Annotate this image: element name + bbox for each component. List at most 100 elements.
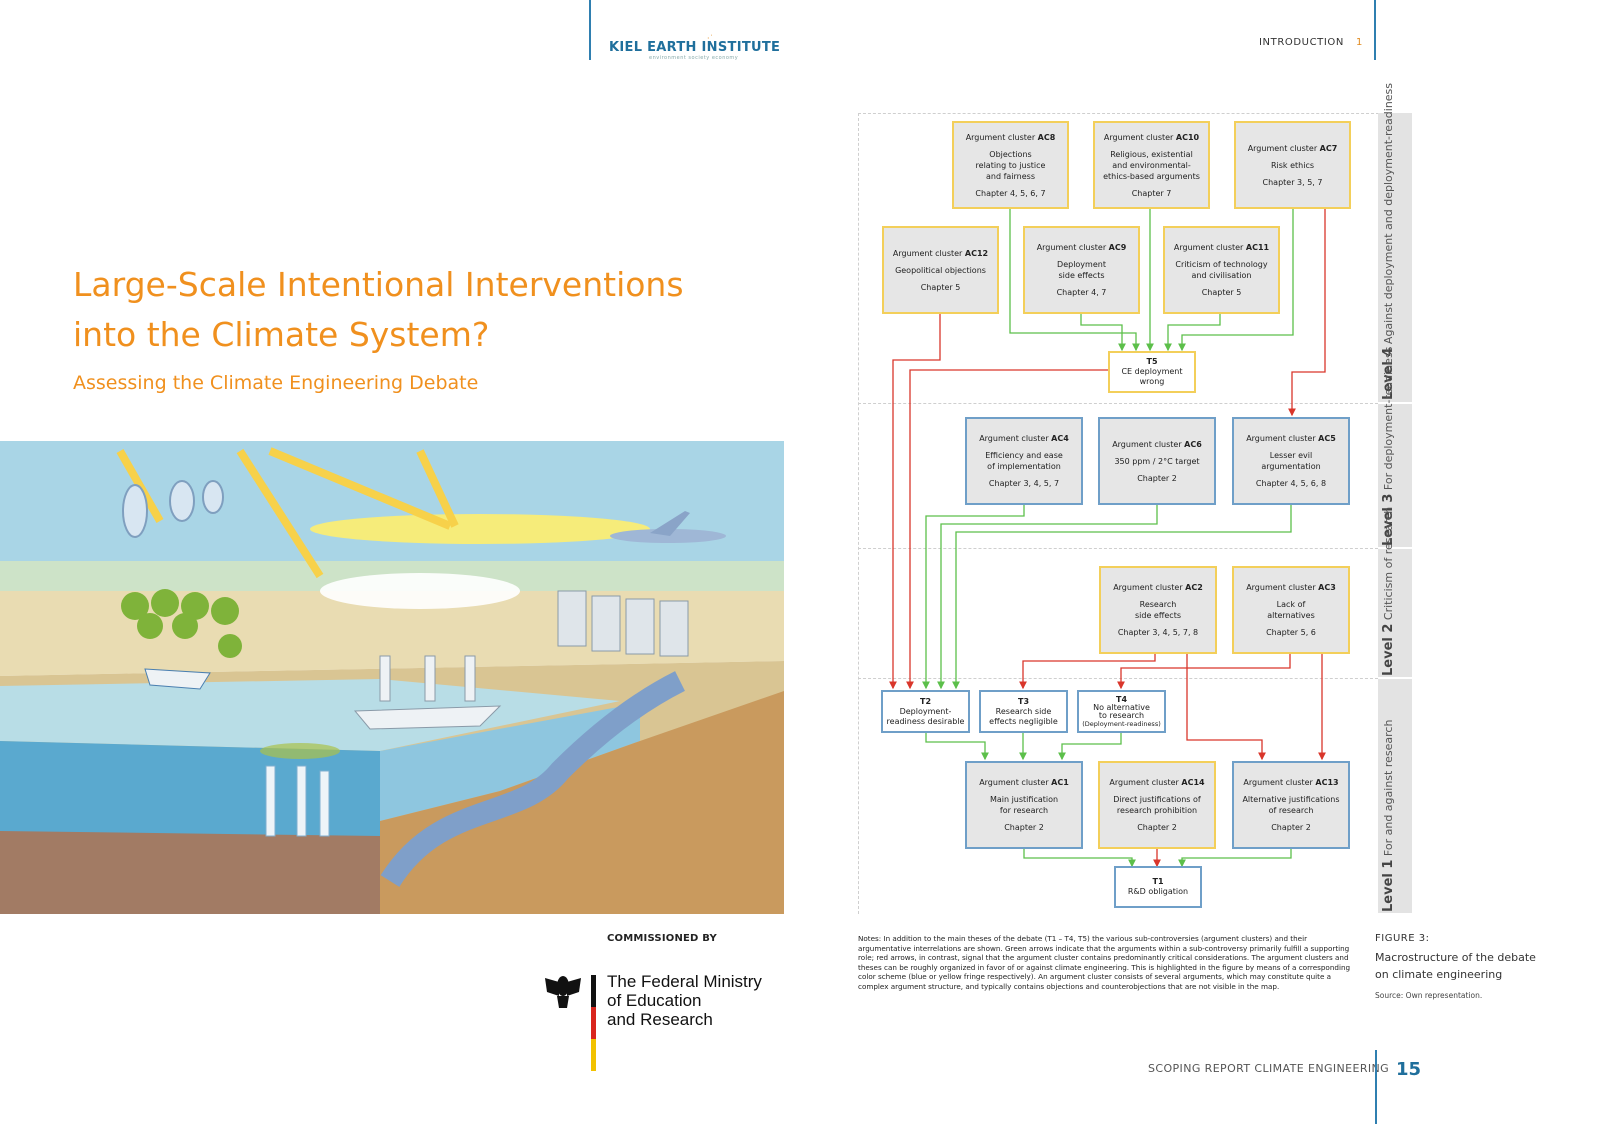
- t3-line2: effects negligible: [989, 716, 1058, 726]
- section-title: INTRODUCTION: [1259, 37, 1344, 48]
- t5-line2: wrong: [1139, 377, 1165, 386]
- ac14-line1: Direct justifications of: [1113, 795, 1201, 804]
- climate-engineering-illustration: [0, 441, 784, 914]
- level-band-2: [1378, 549, 1412, 677]
- logo-text: KIEL EARTH INSTITUTE: [609, 40, 781, 55]
- ac4-line1: Efficiency and ease: [985, 451, 1063, 460]
- ac12-line1: Geopolitical objections: [895, 265, 986, 275]
- t2-id: T2: [919, 696, 932, 706]
- ac14-header: Argument cluster AC14: [1109, 778, 1205, 787]
- t5-line1: CE deployment: [1121, 367, 1183, 376]
- cluster-ac10: Argument cluster AC10 Religious, existen…: [1093, 121, 1210, 209]
- ac1-chapters: Chapter 2: [1004, 823, 1044, 832]
- cluster-ac14: Argument cluster AC14 Direct justificati…: [1098, 761, 1216, 849]
- ac7-line1: Risk ethics: [1270, 160, 1315, 170]
- flag-bar-gold: [591, 1039, 596, 1071]
- ac8-line3: and fairness: [985, 171, 1035, 181]
- flag-bar-black: [591, 975, 596, 1007]
- t4-line2: to research: [1098, 710, 1145, 720]
- eagle-emblem-icon: [545, 976, 581, 1008]
- ac11-line1: Criticism of technology: [1175, 260, 1268, 269]
- ac11-line2: and civilisation: [1191, 271, 1252, 280]
- thesis-t4: T4 No alternative to research (Deploymen…: [1077, 690, 1166, 733]
- kiel-logo: KIEL EARTH INSTITUTE environment society…: [609, 34, 781, 61]
- ac14-chapters: Chapter 2: [1137, 823, 1177, 832]
- footer-report-title: SCOPING REPORT CLIMATE ENGINEERING: [1148, 1062, 1390, 1075]
- page-number: 15: [1396, 1059, 1422, 1080]
- t2-line2: readiness desirable: [886, 716, 965, 726]
- figure-frame: [858, 113, 1379, 914]
- cluster-ac4: Argument cluster AC4 Efficiency and ease…: [965, 417, 1083, 505]
- t4-line1: No alternative: [1093, 702, 1150, 712]
- ac13-line2: of research: [1268, 806, 1314, 815]
- ac5-line1: Lesser evil: [1269, 451, 1313, 460]
- ac8-chapters: Chapter 4, 5, 6, 7: [975, 188, 1046, 198]
- ac8-line1: Objections: [989, 149, 1032, 159]
- ac5-chapters: Chapter 4, 5, 6, 8: [1255, 479, 1327, 488]
- t4-id: T4: [1115, 694, 1128, 704]
- ac1-header: Argument cluster AC1: [979, 778, 1069, 787]
- ac11-chapters: Chapter 5: [1201, 288, 1242, 297]
- level-divider-2: [858, 548, 1378, 549]
- level-band-1: [1378, 679, 1412, 913]
- ac11-header: Argument cluster AC11: [1173, 243, 1270, 252]
- ac3-header: Argument cluster AC3: [1246, 583, 1336, 592]
- cluster-ac5: Argument cluster AC5 Lesser evil argumen…: [1232, 417, 1350, 505]
- t2-line1: Deployment-: [899, 706, 952, 716]
- thesis-t5: T5 CE deployment wrong: [1108, 351, 1196, 393]
- ministry-name: The Federal Ministry of Education and Re…: [607, 972, 762, 1029]
- header-right-rule: [1374, 0, 1376, 60]
- ac2-header: Argument cluster AC2: [1113, 583, 1203, 592]
- cluster-ac8: Argument cluster AC8 Objections relating…: [952, 121, 1069, 209]
- figure-label: FIGURE 3:: [1375, 933, 1430, 944]
- cluster-ac6: Argument cluster AC6 350 ppm / 2°C targe…: [1098, 417, 1216, 505]
- thesis-t1: T1 R&D obligation: [1114, 866, 1202, 908]
- cluster-ac7: Argument cluster AC7 Risk ethics Chapter…: [1234, 121, 1351, 209]
- cluster-ac11: Argument cluster AC11 Criticism of techn…: [1163, 226, 1280, 314]
- ac14-line2: research prohibition: [1116, 806, 1198, 815]
- ac12-header: Argument cluster AC12: [892, 248, 989, 258]
- ac9-chapters: Chapter 4, 7: [1056, 288, 1107, 297]
- ac9-header: Argument cluster AC9: [1036, 243, 1127, 252]
- ac5-header: Argument cluster AC5: [1246, 434, 1336, 443]
- ac10-line3: ethics-based arguments: [1103, 171, 1200, 181]
- ministry-line-1: The Federal Ministry: [607, 972, 762, 991]
- ac3-line2: alternatives: [1267, 611, 1315, 620]
- ministry-line-2: of Education: [607, 991, 702, 1010]
- ac4-chapters: Chapter 3, 4, 5, 7: [988, 479, 1060, 488]
- ac2-line2: side effects: [1135, 611, 1181, 620]
- ac7-header: Argument cluster AC7: [1247, 143, 1338, 153]
- cover-title: Large-Scale Intentional Interventions in…: [73, 260, 684, 360]
- ac6-header: Argument cluster AC6: [1112, 439, 1202, 449]
- logo-subtext: environment society economy: [649, 55, 739, 61]
- figure-source: Source: Own representation.: [1375, 991, 1483, 1000]
- ac10-line2: and environmental-: [1112, 160, 1191, 170]
- ac13-line1: Alternative justifications: [1242, 795, 1340, 804]
- level-divider-1: [858, 403, 1378, 404]
- cluster-ac2: Argument cluster AC2 Research side effec…: [1099, 566, 1217, 654]
- ac3-chapters: Chapter 5, 6: [1266, 628, 1316, 637]
- cover-subtitle: Assessing the Climate Engineering Debate: [73, 372, 479, 394]
- cluster-ac3: Argument cluster AC3 Lack of alternative…: [1232, 566, 1350, 654]
- t4-line3: (Deployment-readiness): [1082, 719, 1161, 728]
- ac8-header: Argument cluster AC8: [965, 132, 1056, 142]
- ac8-line2: relating to justice: [975, 160, 1046, 170]
- ac9-line2: side effects: [1058, 271, 1105, 280]
- cluster-ac12: Argument cluster AC12 Geopolitical objec…: [882, 226, 999, 314]
- ac1-line2: for research: [999, 806, 1049, 815]
- ac2-line1: Research: [1139, 600, 1177, 609]
- t1-id: T1: [1152, 877, 1164, 886]
- ac10-header: Argument cluster AC10: [1103, 132, 1200, 142]
- cluster-ac9: Argument cluster AC9 Deployment side eff…: [1023, 226, 1140, 314]
- header-left-rule: [589, 0, 591, 60]
- ac6-line1: 350 ppm / 2°C target: [1114, 456, 1200, 466]
- t5-id: T5: [1146, 357, 1158, 366]
- t3-id: T3: [1017, 696, 1030, 706]
- ministry-line-3: and Research: [607, 1010, 713, 1029]
- ac1-line1: Main justification: [989, 795, 1059, 804]
- t1-line1: R&D obligation: [1127, 887, 1189, 896]
- ac3-line1: Lack of: [1276, 600, 1306, 609]
- thesis-t2: T2 Deployment- readiness desirable: [881, 690, 970, 733]
- ac2-chapters: Chapter 3, 4, 5, 7, 8: [1117, 628, 1199, 637]
